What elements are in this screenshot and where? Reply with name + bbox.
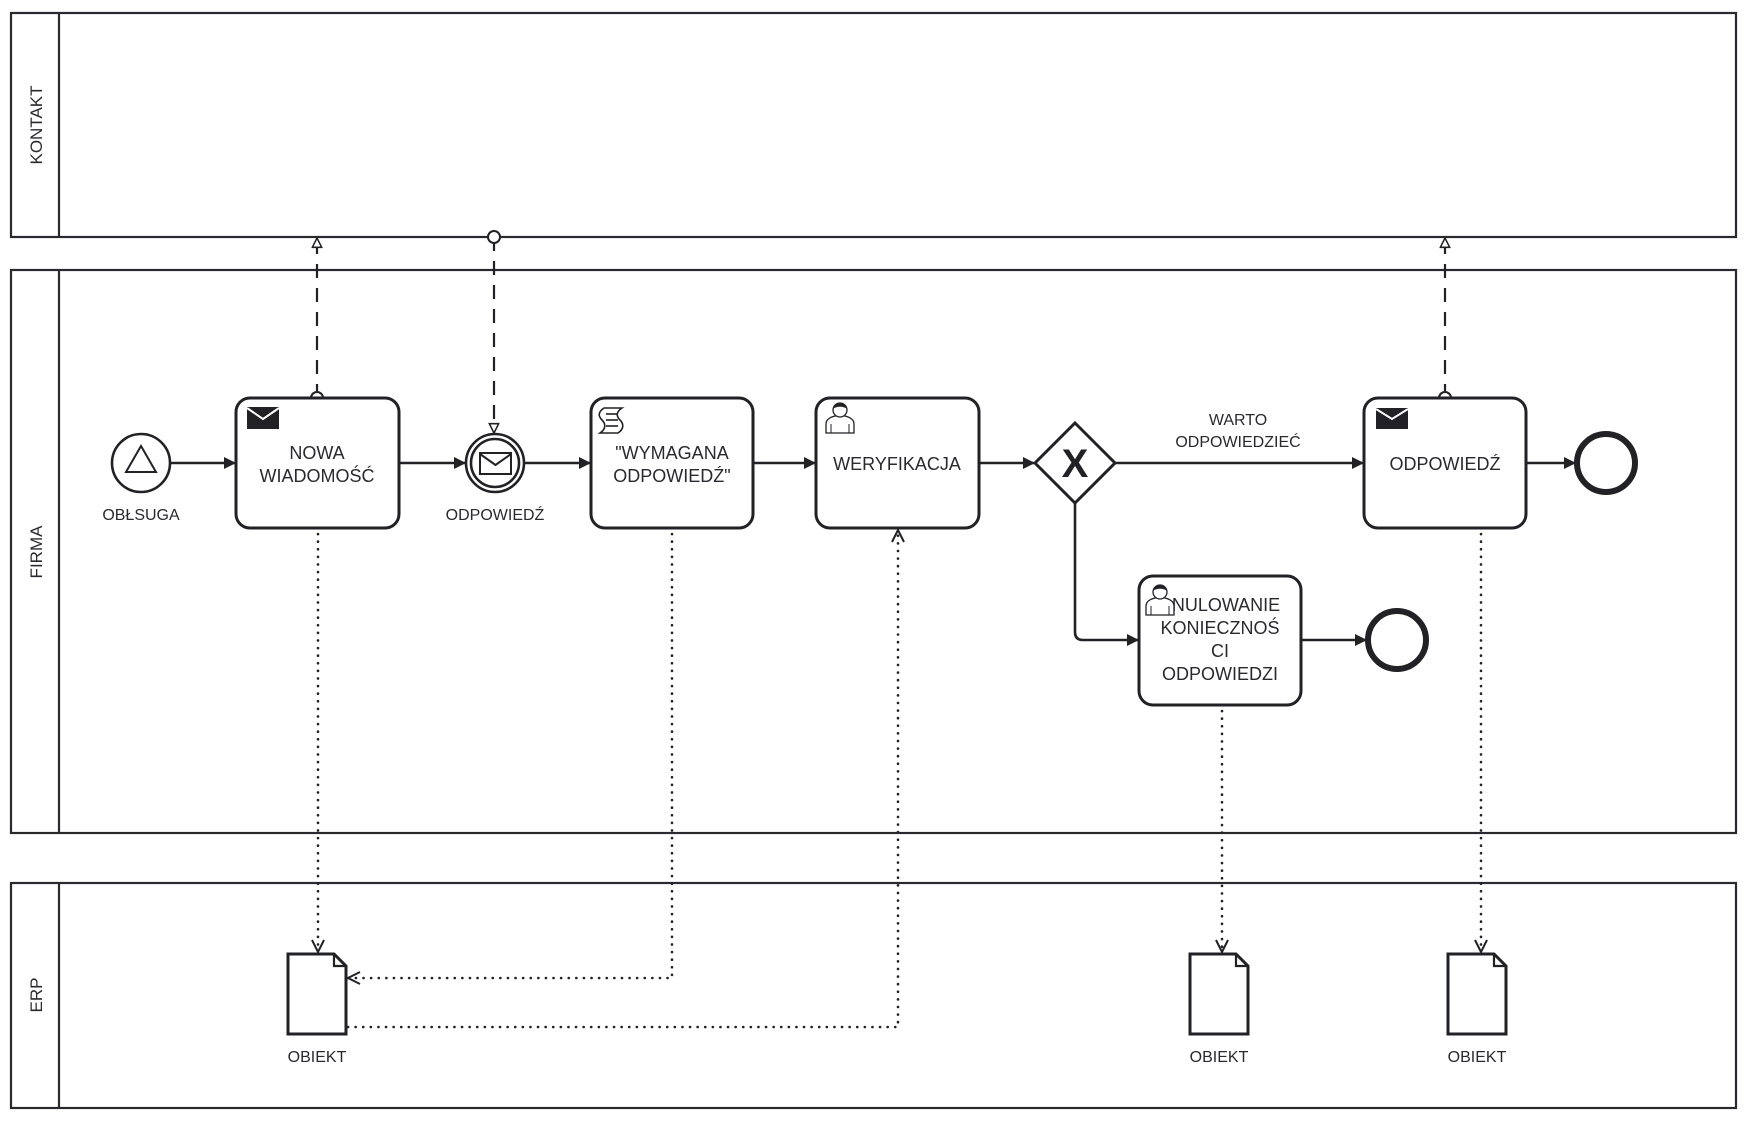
envelope-icon [479, 452, 512, 475]
flow-gateway-to-anulowanie[interactable] [1073, 503, 1139, 646]
task-odpowiedz-box [1362, 396, 1528, 530]
task-nowa-wiadomosc-box [234, 396, 401, 530]
end-event-main[interactable] [1574, 431, 1638, 495]
pool-firma[interactable]: FIRMA [9, 268, 1738, 835]
task-weryfikacja-label: WERYFIKACJA [833, 454, 961, 474]
pool-kontakt-border [9, 11, 1738, 239]
start-event-obsluga[interactable]: OBŁSUGA [102, 432, 180, 524]
message-flows [317, 237, 1445, 433]
pool-erp-label: ERP [27, 978, 46, 1013]
user-icon [825, 402, 855, 434]
pool-kontakt-label: KONTAKT [27, 85, 46, 164]
gateway-x-icon: X [1062, 442, 1089, 486]
data-object-2[interactable]: OBIEKT [1188, 952, 1250, 1066]
task-wymagana-odpowiedz[interactable]: "WYMAGANA ODPOWIEDŹ" [589, 396, 755, 530]
task-weryfikacja[interactable]: WERYFIKACJA [814, 396, 981, 530]
start-event-label: OBŁSUGA [102, 507, 180, 524]
data-object-fold [1234, 954, 1248, 968]
task-wymagana-odpowiedz-label-line2: ODPOWIEDŹ" [613, 466, 730, 486]
task-anulowanie-box [1137, 574, 1303, 707]
task-anulowanie-label-line4: ODPOWIEDZI [1162, 664, 1278, 684]
task-weryfikacja-box [814, 396, 981, 530]
data-object-1-label: OBIEKT [288, 1049, 347, 1066]
data-object-fold [1492, 954, 1506, 968]
sequence-flows [170, 457, 1576, 646]
task-anulowanie[interactable]: ANULOWANIE KONIECZNOŚ CI ODPOWIEDZI [1137, 574, 1303, 707]
task-odpowiedz[interactable]: ODPOWIEDŹ [1362, 396, 1528, 530]
intermediate-event-odpowiedz[interactable]: ODPOWIEDŹ [446, 432, 545, 524]
association-wymagana-to-obiekt1[interactable] [346, 532, 674, 978]
gateway-diamond [1032, 420, 1118, 506]
pool-kontakt[interactable]: KONTAKT [9, 11, 1738, 239]
data-associations [318, 528, 1481, 1029]
task-nowa-wiadomosc[interactable]: NOWA WIADOMOŚĆ [234, 396, 401, 530]
task-anulowanie-label-line3: CI [1211, 641, 1229, 661]
end-event-cancel[interactable] [1365, 608, 1429, 672]
association-obiekt1-to-weryfikacja[interactable] [346, 528, 898, 1029]
task-nowa-wiadomosc-label-line1: NOWA [289, 443, 344, 463]
task-nowa-wiadomosc-label-line2: WIADOMOŚĆ [260, 465, 375, 486]
start-event-circle [110, 432, 172, 494]
data-object-3[interactable]: OBIEKT [1446, 952, 1508, 1066]
task-wymagana-odpowiedz-label-line1: "WYMAGANA [615, 443, 728, 463]
gateway-condition-label-line1: WARTO [1209, 412, 1267, 429]
task-anulowanie-label-line1: ANULOWANIE [1160, 595, 1280, 615]
signal-triangle-icon [124, 443, 158, 473]
send-envelope-icon [246, 407, 280, 429]
user-icon [1145, 584, 1175, 616]
end-event-main-circle [1574, 431, 1638, 495]
task-wymagana-odpowiedz-box [589, 396, 755, 530]
data-object-icon [1446, 952, 1508, 1036]
pool-firma-border [9, 268, 1738, 835]
exclusive-gateway[interactable]: X [1032, 420, 1118, 506]
script-icon [597, 407, 625, 434]
data-object-icon [1188, 952, 1250, 1036]
task-anulowanie-label-line2: KONIECZNOŚ [1160, 617, 1279, 638]
end-event-cancel-circle [1365, 608, 1429, 672]
data-object-3-label: OBIEKT [1448, 1049, 1507, 1066]
pool-firma-label: FIRMA [27, 525, 46, 579]
data-object-icon [286, 952, 348, 1036]
send-envelope-icon [1375, 408, 1409, 429]
data-object-fold [332, 954, 346, 968]
intermediate-event-label: ODPOWIEDŹ [446, 505, 545, 524]
data-object-1[interactable]: OBIEKT [286, 952, 348, 1066]
data-object-2-label: OBIEKT [1190, 1049, 1249, 1066]
gateway-condition-label-line2: ODPOWIEDZIEĆ [1175, 432, 1300, 451]
task-odpowiedz-label: ODPOWIEDŹ [1390, 454, 1501, 474]
